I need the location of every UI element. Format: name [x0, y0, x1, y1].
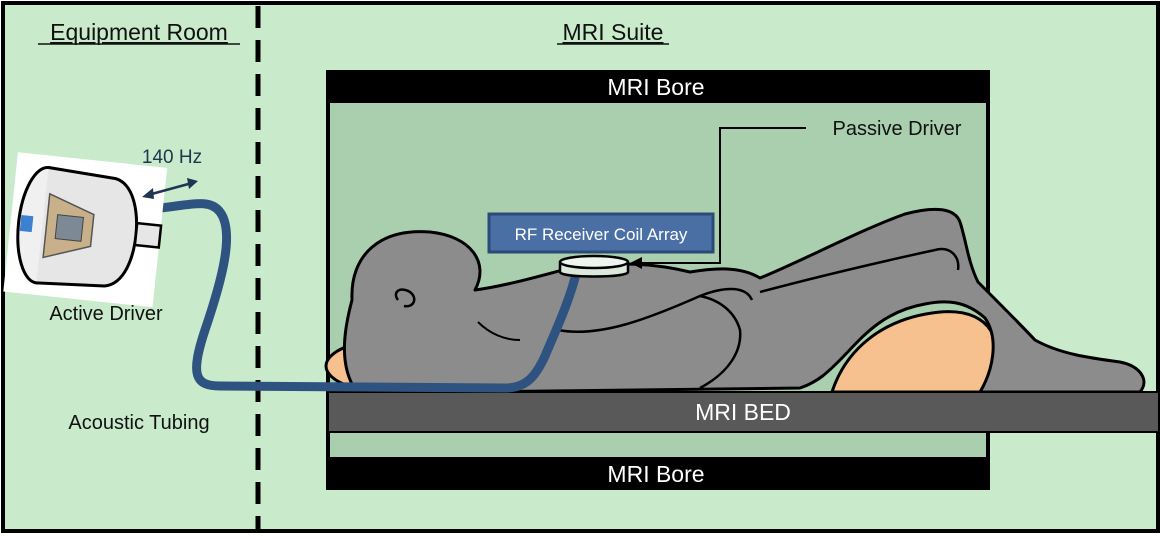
- passive-driver-leader: [636, 127, 806, 264]
- frequency-label: 140 Hz: [142, 147, 202, 168]
- acoustic-tubing: [155, 199, 582, 393]
- equipment-room-title: Equipment Room: [50, 19, 228, 45]
- mri-bed-label: MRI BED: [695, 399, 791, 425]
- mri-suite-title: MRI Suite: [563, 19, 664, 45]
- speaker-magnet: [54, 214, 85, 242]
- passive-driver-icon: [558, 254, 630, 278]
- vibration-arrow: [142, 178, 198, 199]
- mri-bed: [327, 391, 1160, 433]
- bore-bottom-label: MRI Bore: [607, 461, 704, 487]
- patient-leg-line: [759, 247, 960, 294]
- rf-coil-box: [487, 212, 715, 254]
- active-driver-label: Active Driver: [49, 303, 163, 325]
- patient-arm-line: [557, 287, 754, 334]
- active-driver-icon: [3, 152, 168, 308]
- patient-hand-line: [699, 294, 742, 390]
- bore-top-band: [326, 70, 990, 103]
- patient-chest-line: [477, 321, 521, 341]
- patient-ear: [394, 288, 416, 308]
- bore-bottom-band: [326, 457, 990, 490]
- speaker-nozzle: [133, 221, 163, 249]
- passive-driver-label: Passive Driver: [833, 118, 962, 140]
- acoustic-tubing-label: Acoustic Tubing: [68, 412, 209, 434]
- bore-top-label: MRI Bore: [607, 74, 704, 100]
- rf-coil-label: RF Receiver Coil Array: [515, 225, 688, 244]
- passive-driver-leader-arrowhead: [630, 257, 642, 269]
- speaker-connector: [19, 214, 34, 233]
